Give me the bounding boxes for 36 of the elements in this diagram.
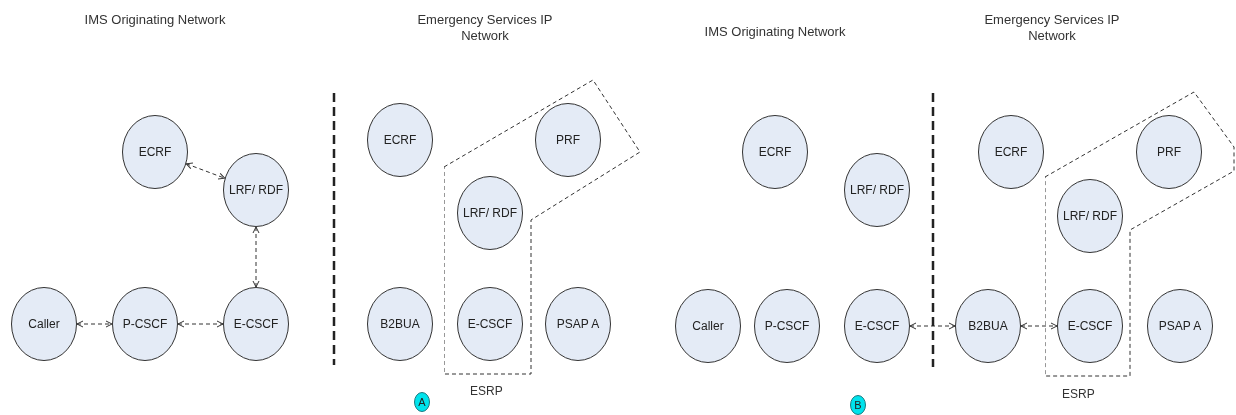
node-ellipse: PRF [535,103,601,177]
node-ellipse: E-CSCF [223,287,289,361]
node-ellipse: ECRF [978,115,1044,189]
network-title: IMS Originating Network [83,12,227,28]
node-ellipse: P-CSCF [112,287,178,361]
node-ellipse: LRF/ RDF [1057,179,1123,253]
node-ellipse: E-CSCF [844,289,910,363]
node-ellipse: LRF/ RDF [223,153,289,227]
node-ellipse: Caller [11,287,77,361]
connector-arrow [185,162,226,180]
connector-arrow [177,320,224,328]
network-title: Emergency Services IP Network [983,12,1121,44]
marker-badge: A [414,392,430,412]
connector-arrow [252,226,260,288]
node-ellipse: E-CSCF [1057,289,1123,363]
node-ellipse: E-CSCF [457,287,523,361]
connector-arrow [909,322,956,330]
node-ellipse: PRF [1136,115,1202,189]
node-ellipse: ECRF [367,103,433,177]
group-label: ESRP [1062,387,1095,401]
node-ellipse: LRF/ RDF [844,153,910,227]
node-ellipse: B2BUA [955,289,1021,363]
network-title: IMS Originating Network [703,24,847,40]
node-ellipse: P-CSCF [754,289,820,363]
connector-arrow [76,320,113,328]
node-ellipse: ECRF [122,115,188,189]
node-ellipse: PSAP A [545,287,611,361]
network-title: Emergency Services IP Network [416,12,554,44]
node-ellipse: Caller [675,289,741,363]
connector-arrow [1020,322,1058,330]
node-ellipse: B2BUA [367,287,433,361]
marker-badge: B [850,395,866,415]
node-ellipse: LRF/ RDF [457,176,523,250]
node-ellipse: ECRF [742,115,808,189]
group-label: ESRP [470,384,503,398]
node-ellipse: PSAP A [1147,289,1213,363]
